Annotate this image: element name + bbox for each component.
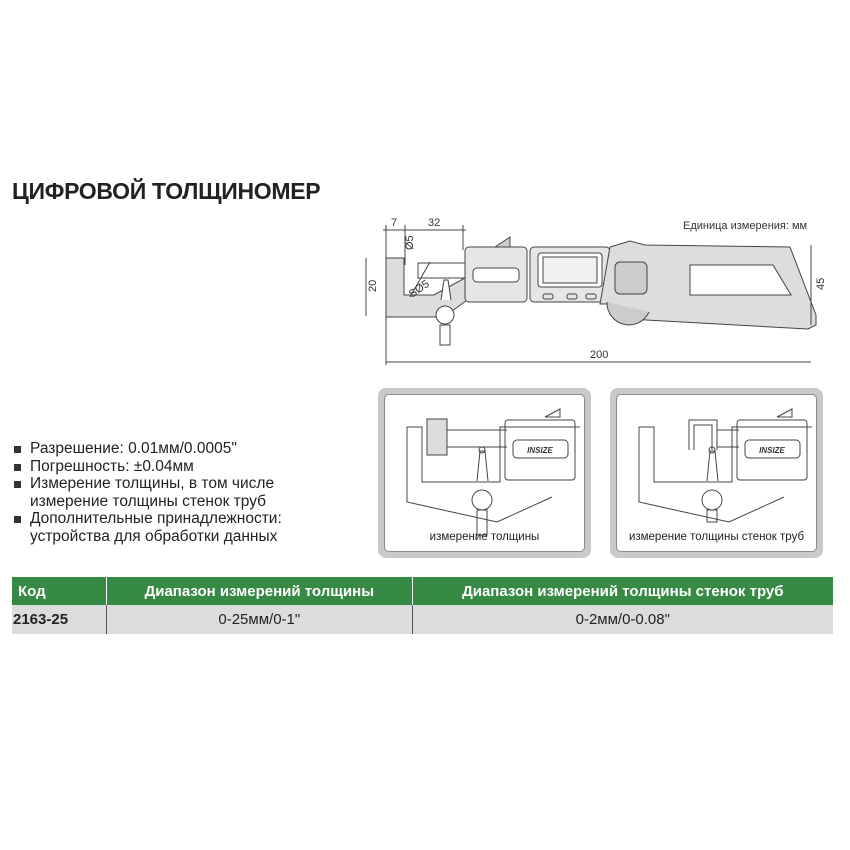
feature-item: Разрешение: 0.01мм/0.0005" [12,440,350,458]
table-row: 2163-25 0-25мм/0-1" 0-2мм/0-0.08" [12,605,833,634]
brand-logo: INSIZE [527,446,553,455]
dim-7: 7 [391,217,397,229]
pipe-wall-measurement-illustration: INSIZE [638,408,812,523]
panel-caption: измерение толщины [429,531,540,543]
dim-32: 32 [428,217,440,229]
feature-item: Погрешность: ±0.04мм [12,458,350,476]
col-header-code: Код [12,577,107,605]
spec-table: Код Диапазон измерений толщины Диапазон … [12,577,833,634]
feature-list: Разрешение: 0.01мм/0.0005" Погрешность: … [12,440,350,545]
usage-panel-thickness: INSIZE измерение толщины [378,388,591,558]
col-header-pipe-wall-range: Диапазон измерений толщины стенок труб [411,577,833,605]
brand-logo: INSIZE [759,446,785,455]
usage-panel-pipe-wall: INSIZE измерение толщины стенок труб [610,388,823,558]
page-title: ЦИФРОВОЙ ТОЛЩИНОМЕР [12,178,321,204]
cell-thickness-range: 0-25мм/0-1" [106,605,413,634]
dim-20: 20 [367,280,379,292]
unit-label: Единица измерения: мм [683,220,807,232]
table-header-row: Код Диапазон измерений толщины Диапазон … [12,577,833,605]
dim-d5: Ø5 [404,235,416,250]
dim-200: 200 [590,349,608,361]
thickness-measurement-illustration: INSIZE [406,408,580,536]
panel-caption: измерение толщины стенок труб [628,531,805,543]
feature-item: Измерение толщины, в том числе измерение… [12,475,330,510]
col-header-thickness-range: Диапазон измерений толщины [106,577,413,605]
dim-45: 45 [815,278,827,290]
feature-item: Дополнительные принадлежности: устройств… [12,510,350,545]
cell-code: 2163-25 [12,605,107,634]
caliper-dimension-drawing: 7 32 Ø5 SØ5 20 45 200 Единица измерения:… [365,217,827,365]
cell-pipe-wall-range: 0-2мм/0-0.08" [411,605,833,634]
